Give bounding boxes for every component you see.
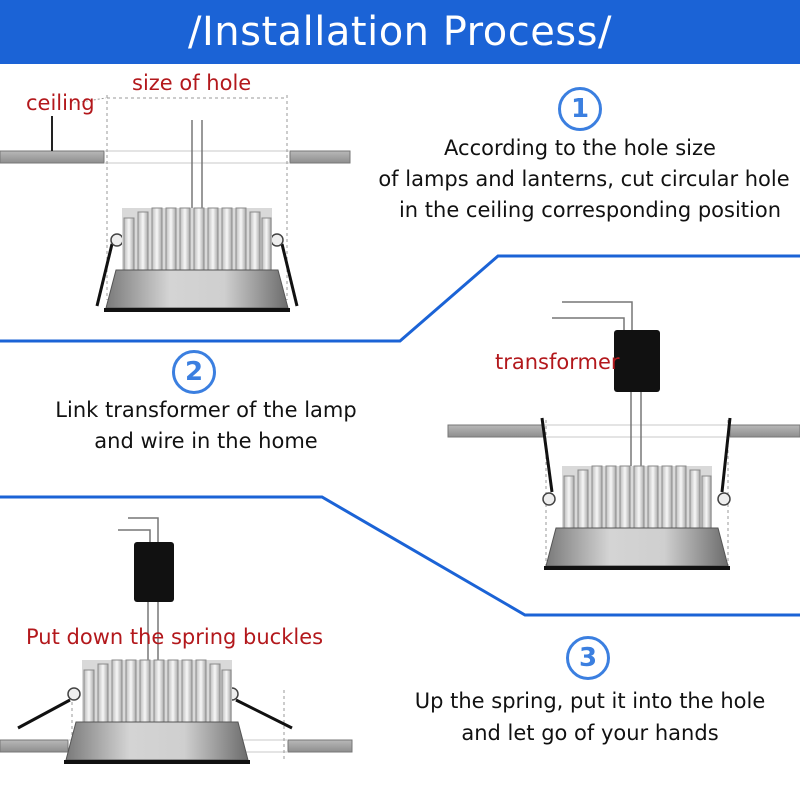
step2-number: 2 bbox=[172, 350, 216, 394]
step1-text-line2: of lamps and lanterns, cut circular hole bbox=[378, 167, 790, 191]
step3-diagram bbox=[0, 517, 353, 765]
step2-text-line2: and wire in the home bbox=[94, 429, 318, 453]
step1-number: 1 bbox=[558, 87, 602, 131]
step1-text-line1: According to the hole size bbox=[444, 136, 716, 160]
ceiling-label: ceiling bbox=[26, 91, 95, 115]
step2-text-line1: Link transformer of the lamp bbox=[55, 398, 357, 422]
transformer-label: transformer bbox=[495, 350, 620, 374]
spring-buckles-label: Put down the spring buckles bbox=[26, 625, 324, 649]
step3-text-line2: and let go of your hands bbox=[461, 721, 719, 745]
title-banner: /Installation Process/ bbox=[0, 0, 800, 64]
step1-text-line3: in the ceiling corresponding position bbox=[398, 198, 782, 222]
hole-size-label: size of hole bbox=[132, 71, 252, 95]
step3-text-line1: Up the spring, put it into the hole bbox=[414, 689, 766, 713]
divider-line-1 bbox=[0, 254, 800, 343]
divider-line-2 bbox=[0, 495, 800, 617]
step3-number: 3 bbox=[566, 636, 610, 680]
step2-diagram bbox=[447, 301, 800, 571]
step1-diagram bbox=[0, 95, 351, 313]
page-title: /Installation Process/ bbox=[188, 9, 612, 55]
